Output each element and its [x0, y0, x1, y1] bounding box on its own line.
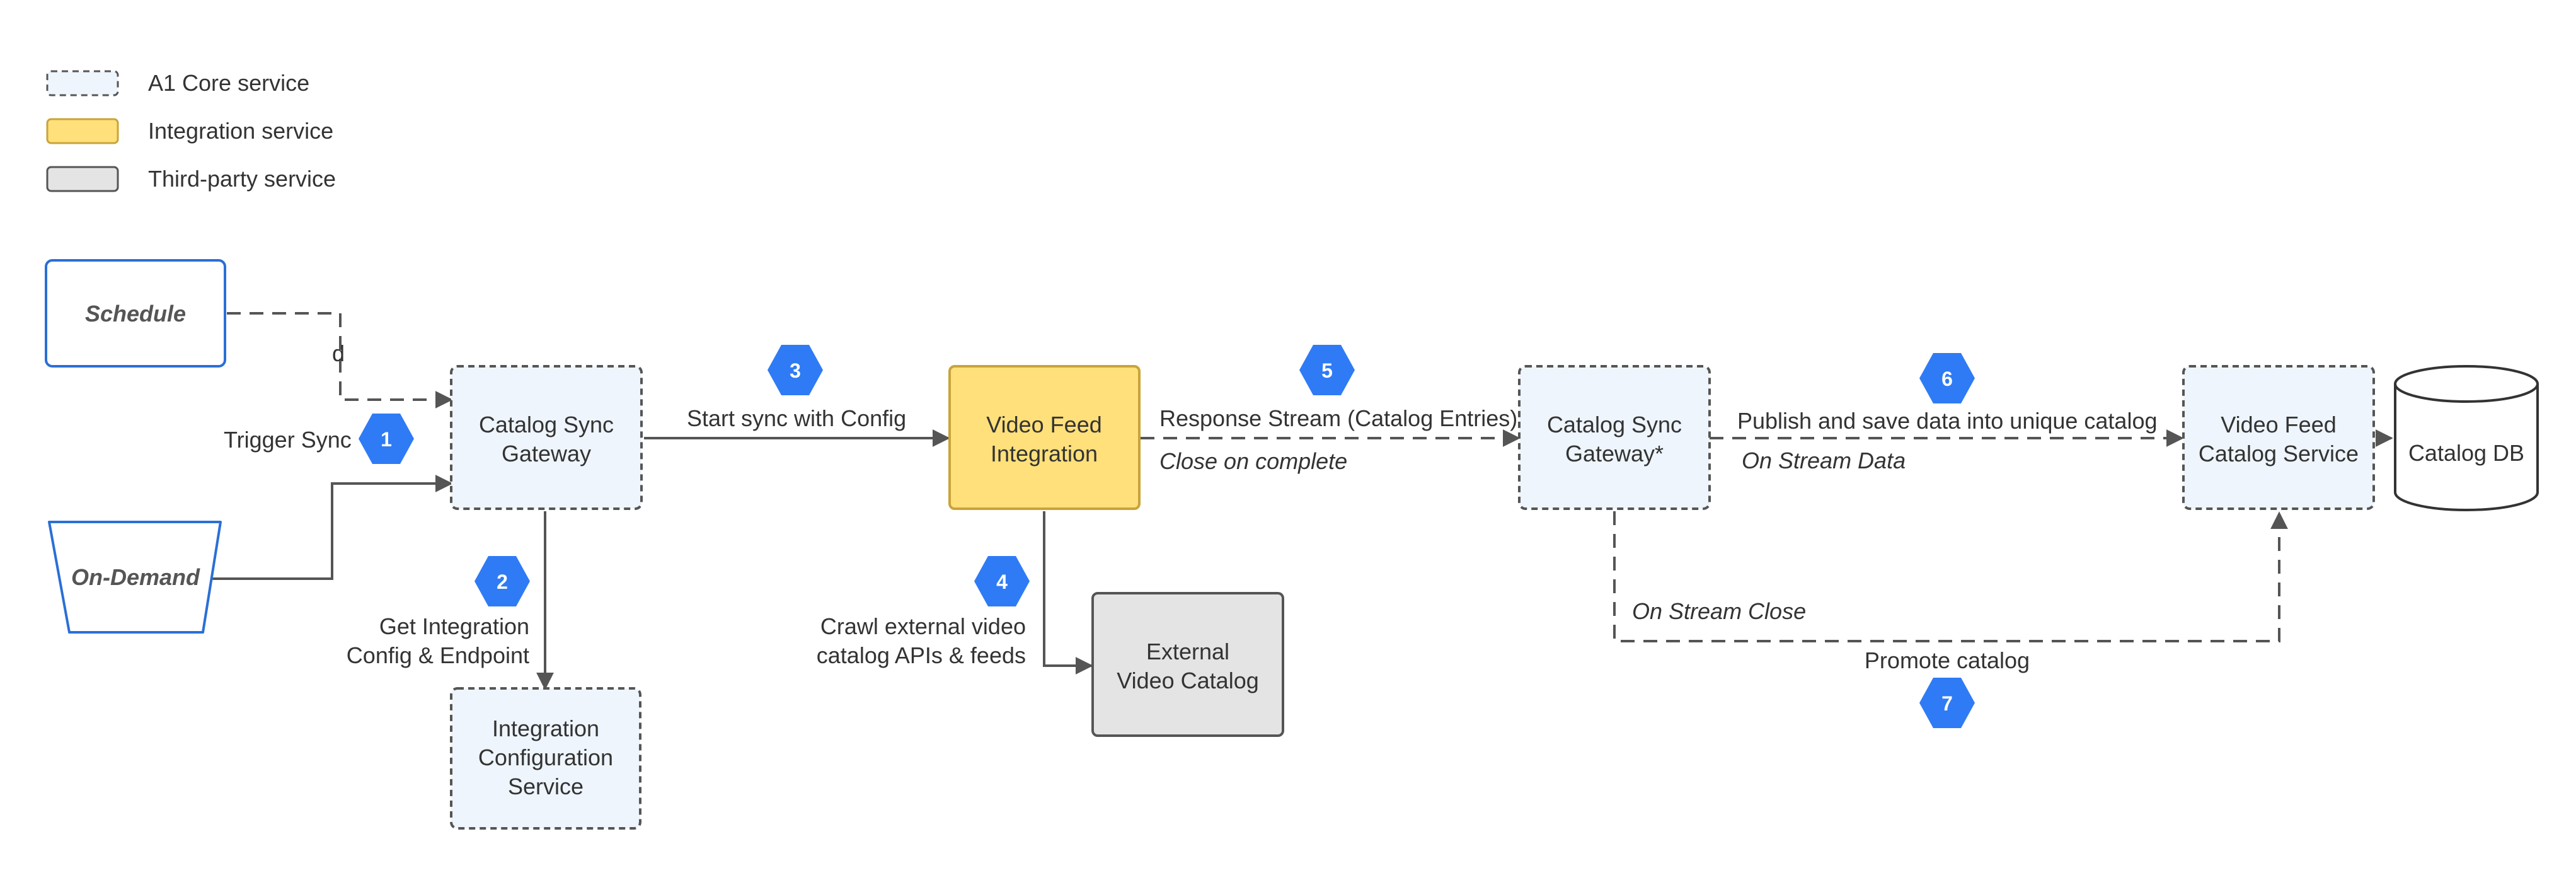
node-catalog-db: Catalog DB	[2394, 365, 2539, 511]
edge-integration-to-external	[1043, 511, 1093, 675]
step-badge-1: 1	[359, 414, 414, 464]
edge-on-demand-to-gateway	[211, 475, 453, 580]
gateway2-label-line1: Catalog Sync	[1547, 412, 1682, 438]
schedule-edge-label: d	[332, 340, 345, 366]
step-badge-7: 7	[1919, 678, 1975, 728]
crawl-label-line1: Crawl external video	[820, 613, 1026, 639]
integration-label-line2: Integration	[991, 441, 1098, 466]
close-on-complete-label: Close on complete	[1159, 448, 1347, 474]
step-4-number: 4	[996, 571, 1008, 593]
edges	[211, 312, 2393, 690]
catalog-db-label: Catalog DB	[2408, 440, 2524, 466]
on-stream-data-label: On Stream Data	[1742, 448, 1906, 473]
get-config-label-line2: Config & Endpoint	[347, 642, 529, 668]
step-6-number: 6	[1941, 368, 1953, 390]
promote-catalog-label: Promote catalog	[1865, 647, 2030, 673]
edge-schedule-to-gateway	[227, 312, 453, 409]
config-label-line3: Service	[508, 774, 584, 799]
crawl-label-line2: catalog APIs & feeds	[817, 642, 1026, 668]
step-badge-5: 5	[1299, 345, 1355, 395]
legend-integration-label: Integration service	[148, 118, 333, 144]
external-label-line2: Video Catalog	[1117, 668, 1259, 693]
get-config-label-line1: Get Integration	[379, 613, 529, 639]
legend-item-third-party: Third-party service	[46, 166, 336, 192]
legend-item-core: A1 Core service	[46, 70, 309, 96]
legend-third-party-label: Third-party service	[148, 166, 336, 192]
node-video-feed-integration: Video Feed Integration	[948, 365, 1141, 510]
legend: A1 Core service Integration service Thir…	[46, 70, 336, 192]
step-7-number: 7	[1941, 692, 1953, 715]
catalog-service-label-line1: Video Feed	[2221, 412, 2336, 438]
node-catalog-sync-gateway-2: Catalog Sync Gateway*	[1518, 365, 1711, 510]
node-catalog-sync-gateway: Catalog Sync Gateway	[450, 365, 643, 510]
response-stream-label: Response Stream (Catalog Entries)	[1159, 405, 1517, 431]
schedule-label: Schedule	[85, 301, 186, 327]
publish-label: Publish and save data into unique catalo…	[1737, 408, 2158, 434]
gateway2-label-line2: Gateway*	[1565, 441, 1664, 466]
on-stream-close-label: On Stream Close	[1632, 598, 1806, 624]
on-demand-label: On-Demand	[71, 564, 200, 590]
node-schedule: Schedule	[45, 259, 226, 368]
step-2-number: 2	[497, 571, 508, 593]
node-external-video-catalog: External Video Catalog	[1091, 592, 1284, 737]
legend-item-integration: Integration service	[46, 118, 333, 144]
external-label-line1: External	[1146, 639, 1229, 664]
step-5-number: 5	[1321, 359, 1333, 382]
integration-label-line1: Video Feed	[986, 412, 1101, 438]
step-badge-4: 4	[974, 556, 1030, 606]
node-video-feed-catalog-service: Video Feed Catalog Service	[2182, 365, 2375, 510]
node-integration-configuration-service: Integration Configuration Service	[450, 687, 641, 830]
step-badge-2: 2	[474, 556, 530, 606]
step-badge-6: 6	[1919, 353, 1975, 403]
edge-gateway2-promote	[1613, 511, 2288, 642]
trigger-sync-label: Trigger Sync	[224, 427, 352, 453]
step-1-number: 1	[381, 428, 392, 451]
catalog-service-label-line2: Catalog Service	[2199, 441, 2359, 466]
step-badges: 1 2 3 4 5 6 7	[359, 345, 1975, 728]
config-label-line1: Integration	[492, 716, 599, 741]
legend-core-label: A1 Core service	[148, 70, 309, 96]
gateway1-label-line1: Catalog Sync	[479, 412, 614, 438]
step-badge-3: 3	[768, 345, 823, 395]
gateway1-label-line2: Gateway	[502, 441, 591, 466]
node-on-demand: On-Demand	[48, 521, 222, 634]
edge-labels: d Trigger Sync Get Integration Config & …	[224, 340, 2158, 673]
start-sync-label: Start sync with Config	[687, 405, 906, 431]
step-3-number: 3	[790, 359, 801, 382]
config-label-line2: Configuration	[478, 745, 613, 770]
